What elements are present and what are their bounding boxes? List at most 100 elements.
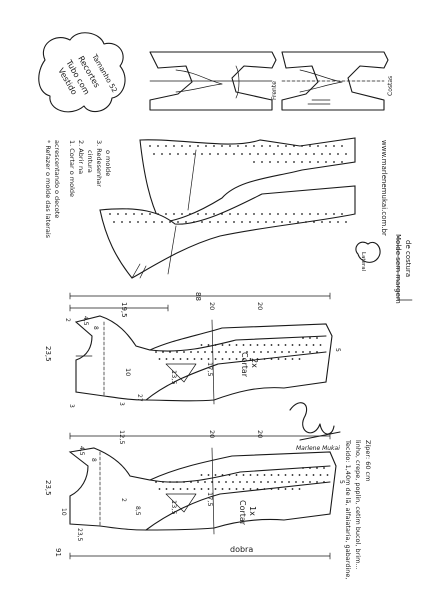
fabric-dot [193,153,195,155]
fabric-dot [305,474,308,476]
back-m-total: 88 [194,292,202,301]
fabric-dot [161,221,163,223]
front-m-total: 91 [54,548,62,557]
fabric-dot [288,481,290,483]
fabric-dot [312,344,315,346]
fabric-dot [233,221,235,223]
fabric-dot [176,351,178,353]
fabric-dot [245,213,247,215]
fabric-dot [253,145,255,147]
fabric-dot [242,358,245,360]
fabric-dot [161,153,163,155]
fabric-dot [201,153,203,155]
fabric-dot [263,358,266,360]
fabric-dot [325,145,327,147]
fabric-dot [121,221,123,223]
fabric-dot [177,153,179,155]
fabric-dot [249,488,252,490]
fabric-dot [284,344,287,346]
fabric-dot [277,161,279,163]
fabric-dot [257,221,259,223]
fabric-dot [261,145,263,147]
fabric-dot [214,474,217,476]
fabric-dot [285,145,287,147]
fabric-dot [233,153,235,155]
fabric-dot [253,213,255,215]
fabric-dot [260,351,262,353]
fabric-dot [207,358,210,360]
fabric-dot [137,221,139,223]
fabric-dot [225,351,227,353]
fabric-dot [169,351,171,353]
fabric-dot [197,213,199,215]
fabric-dot [162,351,164,353]
fabric-dot [173,145,175,147]
front-pattern-dots [155,467,329,490]
fabric-dot [295,481,297,483]
fabric-dot [162,481,164,483]
fabric-dot [197,481,199,483]
side-panel-instructions: * Refazer o molde das laterais acrescent… [44,140,112,239]
back-m-10: 10 [124,368,132,376]
fabric-dot [183,351,185,353]
fabric-dot [169,221,171,223]
fabric-dot [301,213,303,215]
fabric-dot [183,481,185,483]
fabric-dot [221,488,224,490]
fabric-dot [281,153,283,155]
fabric-dot [249,344,252,346]
back-cut-label-1: Cortar [240,352,249,378]
fabric-dot [211,481,213,483]
fabric-dot [200,344,203,346]
fabric-dot [267,481,269,483]
side-panel-lower [99,185,356,279]
back-m-27: 27 [136,394,143,402]
fabric-dot [309,161,311,163]
fabric-dot [141,213,143,215]
fabric-dot [256,488,259,490]
redo-note-1: * Refazer o molde das laterais [44,140,52,239]
step-4: 3. Redesenhar [95,140,103,187]
fabric-dot [309,351,311,353]
fabric-dot [153,153,155,155]
fabric-dot [302,337,304,339]
fabric-dot [193,221,195,223]
fabric-dot [133,213,135,215]
fabric-dot [309,145,311,147]
fabric-dot [232,351,234,353]
fabric-dot [281,481,283,483]
fabric-dot [169,481,171,483]
fabric-dot [221,474,224,476]
fabric-dot [269,213,271,215]
fabric-dot [273,153,275,155]
fabric-dot [169,153,171,155]
front-m-8-5: 8,5 [134,506,141,516]
fabric-dot [158,488,161,490]
fabric-dot [301,145,303,147]
fabric-dot [113,221,115,223]
redo-note-2: acrescentando o decote [53,140,61,218]
fabric-dot [263,474,266,476]
front-sketch: Frente [149,51,278,111]
fabric-dot [325,161,327,163]
fabric-dot [221,213,223,215]
fabric-dot [263,344,266,346]
fabric-dot [277,474,280,476]
front-m-20b: 20 [256,430,264,438]
fabric-dot [270,344,273,346]
fabric-dot [129,221,131,223]
fabric-dot [235,344,238,346]
fabric-dot [277,488,280,490]
fabric-dot [269,161,271,163]
fabric-dot [172,488,175,490]
fabric-dot [267,351,269,353]
fabric-dot [277,213,279,215]
fabric-dot [205,145,207,147]
fabric-dot [190,481,192,483]
fabric-dot [228,344,231,346]
fabric-dot [329,153,331,155]
fabric-dot [246,481,248,483]
front-m-4-5: 4,5 [78,446,85,456]
fabric-dot [186,488,189,490]
